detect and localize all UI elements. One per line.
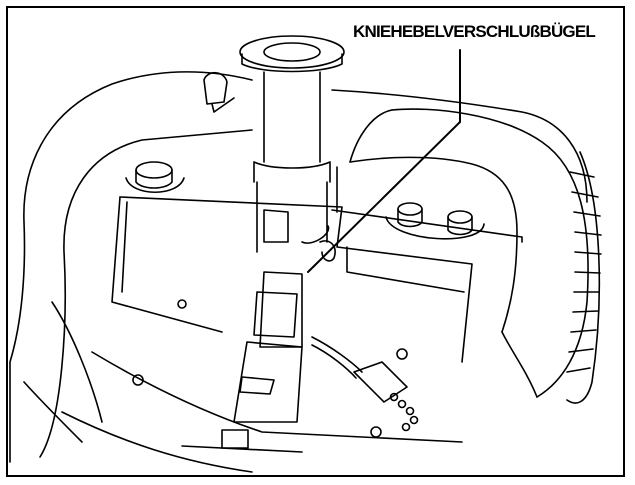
callout-label: KNIEHEBELVERSCHLUßBÜGEL (353, 22, 596, 41)
machine-illustration (9, 35, 602, 473)
machine-body (9, 71, 588, 463)
bottom-tray (61, 196, 473, 473)
right-wheel (566, 151, 602, 404)
illustration-frame: KNIEHEBELVERSCHLUßBÜGEL (6, 6, 625, 477)
right-terminals (385, 202, 485, 240)
left-knob (125, 161, 185, 194)
callout-leader-line (307, 49, 461, 273)
knee-lever-clamp (233, 209, 336, 423)
right-tank (331, 108, 589, 398)
front-block (181, 429, 303, 453)
handle-column (239, 35, 345, 253)
cable-connector (311, 336, 419, 432)
top-bracket (203, 71, 235, 113)
